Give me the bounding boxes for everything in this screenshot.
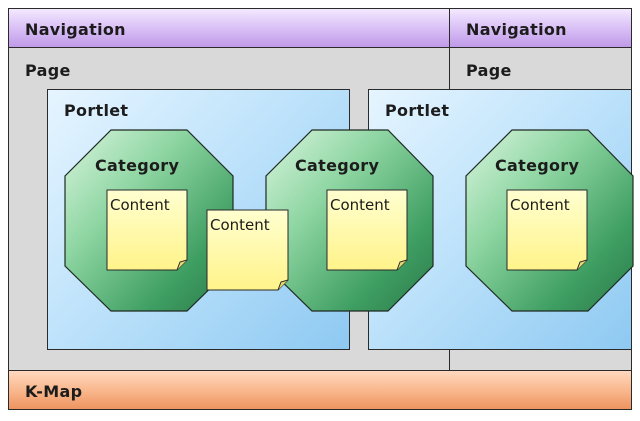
content-label-shared: Content: [210, 216, 270, 234]
page-label-right: Page: [466, 61, 512, 80]
category-label-1: Category: [95, 156, 179, 175]
portlet-label-right: Portlet: [385, 101, 450, 120]
kmap-label: K-Map: [25, 382, 83, 401]
category-label-3: Category: [495, 156, 579, 175]
category-label-2: Category: [295, 156, 379, 175]
content-note-shared: Content: [206, 209, 289, 291]
content-note-1: Content: [106, 189, 188, 271]
page-label-left: Page: [25, 61, 71, 80]
content-label-3: Content: [510, 196, 570, 214]
content-note-2: Content: [326, 189, 408, 271]
content-label-2: Content: [330, 196, 390, 214]
content-label-1: Content: [110, 196, 170, 214]
kmap-bar: K-Map: [8, 370, 632, 410]
navigation-label-left: Navigation: [25, 20, 126, 39]
navigation-bar-left: Navigation: [8, 8, 450, 48]
portlet-label-left: Portlet: [64, 101, 129, 120]
content-note-3: Content: [506, 189, 588, 271]
navigation-label-right: Navigation: [466, 20, 567, 39]
